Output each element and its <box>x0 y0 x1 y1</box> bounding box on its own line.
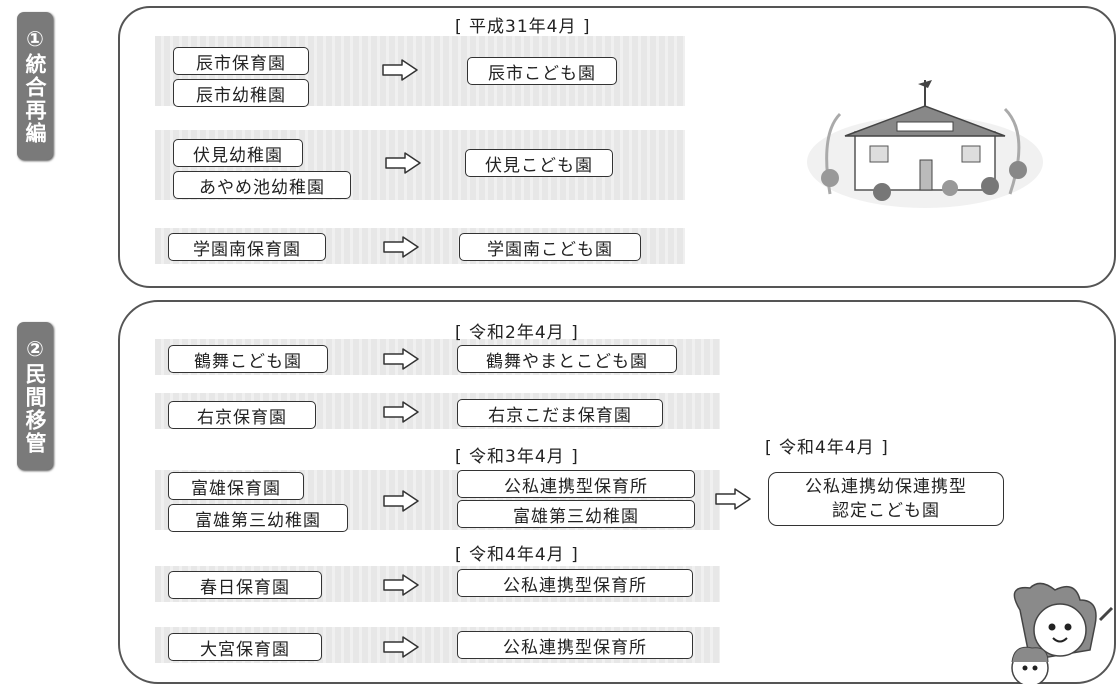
final-facility-line2: 認定こども園 <box>832 501 940 521</box>
target-facility: 伏見こども園 <box>465 149 613 177</box>
target-facility: 富雄第三幼稚園 <box>457 500 695 528</box>
right-arrow-icon <box>383 348 419 370</box>
target-facility: 鶴舞やまとこども園 <box>457 345 677 373</box>
source-facility: 春日保育園 <box>168 571 322 599</box>
source-facility: 富雄第三幼稚園 <box>168 504 348 532</box>
date-label-r4: [ 令和4年4月 ] <box>455 545 579 565</box>
source-facility: 右京保育園 <box>168 401 316 429</box>
final-facility: 公私連携幼保連携型 認定こども園 <box>768 472 1004 526</box>
source-facility: 辰市保育園 <box>173 47 309 75</box>
section-2-tab: ②民間移管 <box>17 322 53 470</box>
right-arrow-icon <box>382 59 418 81</box>
school-illustration <box>807 80 1043 208</box>
source-facility: 伏見幼稚園 <box>173 139 303 167</box>
right-arrow-icon <box>383 490 419 512</box>
date-label-h31: [ 平成31年4月 ] <box>455 17 591 37</box>
date-label-r4-final: [ 令和4年4月 ] <box>765 438 889 458</box>
right-arrow-icon <box>383 574 419 596</box>
source-facility: 学園南保育園 <box>168 233 326 261</box>
target-facility: 公私連携型保育所 <box>457 569 693 597</box>
date-label-r2: [ 令和2年4月 ] <box>455 323 579 343</box>
target-facility: 辰市こども園 <box>467 57 617 85</box>
target-facility: 学園南こども園 <box>459 233 641 261</box>
right-arrow-icon <box>385 152 421 174</box>
source-facility: 大宮保育園 <box>168 633 322 661</box>
right-arrow-icon <box>715 488 751 510</box>
mascot-illustration <box>1011 582 1114 684</box>
final-facility-line1: 公私連携幼保連携型 <box>805 477 967 497</box>
target-facility: 公私連携型保育所 <box>457 631 693 659</box>
target-facility: 公私連携型保育所 <box>457 470 695 498</box>
source-facility: あやめ池幼稚園 <box>173 171 351 199</box>
source-facility: 辰市幼稚園 <box>173 79 309 107</box>
section-1-tab: ①統合再編 <box>17 12 53 160</box>
right-arrow-icon <box>383 401 419 423</box>
right-arrow-icon <box>383 636 419 658</box>
date-label-r3: [ 令和3年4月 ] <box>455 447 579 467</box>
right-arrow-icon <box>383 236 419 258</box>
source-facility: 鶴舞こども園 <box>168 345 328 373</box>
source-facility: 富雄保育園 <box>168 472 304 500</box>
target-facility: 右京こだま保育園 <box>457 399 663 427</box>
